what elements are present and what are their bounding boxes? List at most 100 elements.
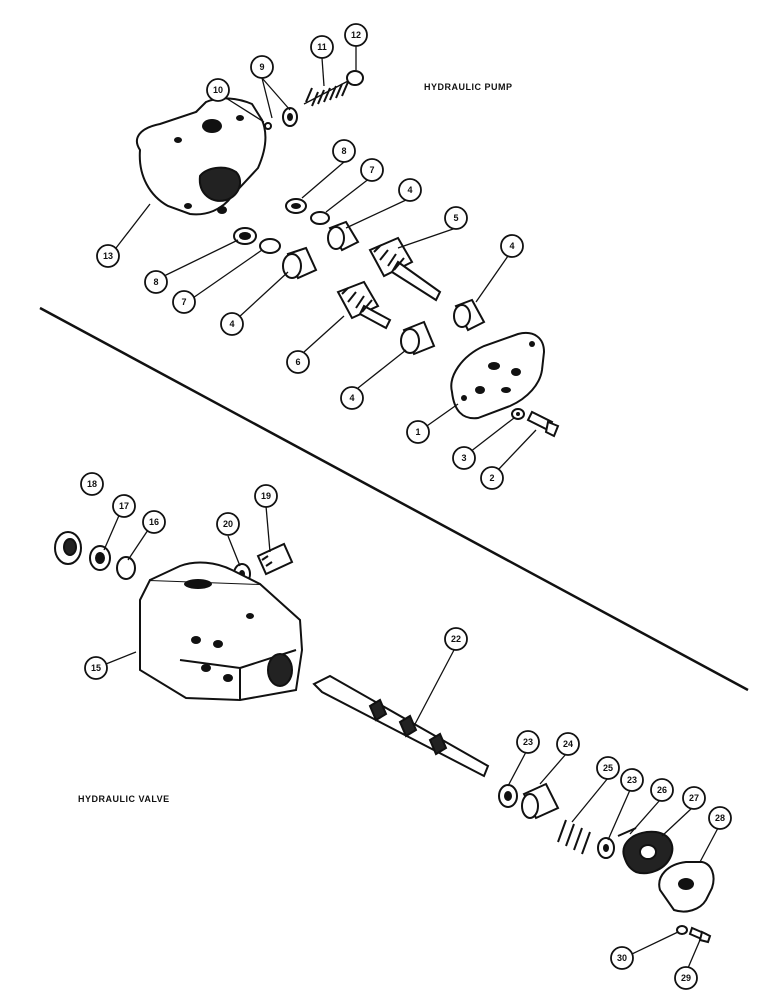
svg-text:20: 20 [223, 519, 233, 529]
svg-text:25: 25 [603, 763, 613, 773]
callout-30: 30 [610, 946, 634, 970]
svg-text:4: 4 [349, 393, 354, 403]
cover-plate-1 [450, 332, 546, 420]
valve-body-15 [139, 561, 304, 702]
svg-text:8: 8 [341, 146, 346, 156]
callout-7-upper: 7 [360, 158, 384, 182]
svg-text:10: 10 [213, 85, 223, 95]
callout-11: 11 [310, 35, 334, 59]
callout-5: 5 [444, 206, 468, 230]
spool-22 [312, 674, 490, 778]
callout-22: 22 [444, 627, 468, 651]
svg-text:23: 23 [627, 775, 637, 785]
section-divider [39, 306, 749, 692]
callout-26: 26 [650, 778, 674, 802]
callout-8-upper: 8 [332, 139, 356, 163]
callout-17: 17 [112, 494, 136, 518]
washer-30 [676, 925, 688, 935]
callout-4-a: 4 [398, 178, 422, 202]
screw-29 [688, 926, 712, 944]
washer-17 [89, 545, 111, 571]
fitting-19 [256, 542, 294, 576]
svg-text:15: 15 [91, 663, 101, 673]
gear-shaft-5 [368, 236, 442, 302]
svg-text:3: 3 [461, 453, 466, 463]
callout-8-lower: 8 [144, 270, 168, 294]
callout-28: 28 [708, 806, 732, 830]
svg-text:7: 7 [369, 165, 374, 175]
callout-24: 24 [556, 732, 580, 756]
svg-text:6: 6 [295, 357, 300, 367]
sleeve-24 [521, 782, 560, 820]
svg-text:18: 18 [87, 479, 97, 489]
callout-2: 2 [480, 466, 504, 490]
callout-18: 18 [80, 472, 104, 496]
oring-16 [116, 556, 136, 580]
callout-7-lower: 7 [172, 290, 196, 314]
callout-12: 12 [344, 23, 368, 47]
ring-8-lower [233, 227, 257, 245]
svg-text:17: 17 [119, 501, 129, 511]
plug-12 [346, 70, 364, 86]
svg-text:4: 4 [509, 241, 514, 251]
svg-text:23: 23 [523, 737, 533, 747]
callout-23-a: 23 [516, 730, 540, 754]
callout-25: 25 [596, 756, 620, 780]
callout-15: 15 [84, 656, 108, 680]
leader-lines [103, 46, 719, 969]
svg-text:9: 9 [259, 62, 264, 72]
ball-10 [264, 122, 272, 130]
svg-text:13: 13 [103, 251, 113, 261]
spring-25 [557, 819, 591, 855]
callout-1: 1 [406, 420, 430, 444]
callout-9: 9 [250, 55, 274, 79]
oring-7-lower [259, 238, 281, 254]
svg-text:27: 27 [689, 793, 699, 803]
callout-3: 3 [452, 446, 476, 470]
svg-text:29: 29 [681, 973, 691, 983]
ring-8-upper [285, 198, 307, 214]
washer-3 [511, 408, 525, 420]
svg-text:11: 11 [317, 42, 327, 52]
callout-20: 20 [216, 512, 240, 536]
callout-10: 10 [206, 78, 230, 102]
svg-text:1: 1 [415, 427, 420, 437]
callout-6: 6 [286, 350, 310, 374]
svg-text:16: 16 [149, 517, 159, 527]
end-cap-28 [658, 861, 715, 913]
washer-23a [498, 784, 518, 808]
svg-text:4: 4 [407, 185, 412, 195]
callout-27: 27 [682, 786, 706, 810]
svg-text:28: 28 [715, 813, 725, 823]
bushing-4a [327, 220, 360, 252]
seal-18 [54, 531, 82, 565]
gear-shaft-6 [336, 280, 392, 330]
bolt-2 [526, 410, 560, 438]
callout-29: 29 [674, 966, 698, 990]
svg-text:24: 24 [563, 739, 573, 749]
callout-13: 13 [96, 244, 120, 268]
hydraulic-valve-title: HYDRAULIC VALVE [78, 794, 170, 804]
svg-text:12: 12 [351, 30, 361, 40]
callout-19: 19 [254, 484, 278, 508]
svg-text:8: 8 [153, 277, 158, 287]
spring-11 [303, 79, 351, 107]
bushing-4c [453, 298, 486, 332]
gasket-27 [622, 830, 674, 875]
callout-23-b: 23 [620, 768, 644, 792]
pin-26 [617, 827, 637, 837]
seat-9 [282, 107, 298, 127]
oring-7-upper [310, 211, 330, 225]
bushing-4b [282, 246, 318, 280]
svg-text:5: 5 [453, 213, 458, 223]
callout-16: 16 [142, 510, 166, 534]
washer-23b [597, 837, 615, 859]
svg-text:7: 7 [181, 297, 186, 307]
svg-text:30: 30 [617, 953, 627, 963]
callout-4-b: 4 [500, 234, 524, 258]
callout-4-d: 4 [340, 386, 364, 410]
callout-4-c: 4 [220, 312, 244, 336]
svg-text:2: 2 [489, 473, 494, 483]
svg-text:22: 22 [451, 634, 461, 644]
